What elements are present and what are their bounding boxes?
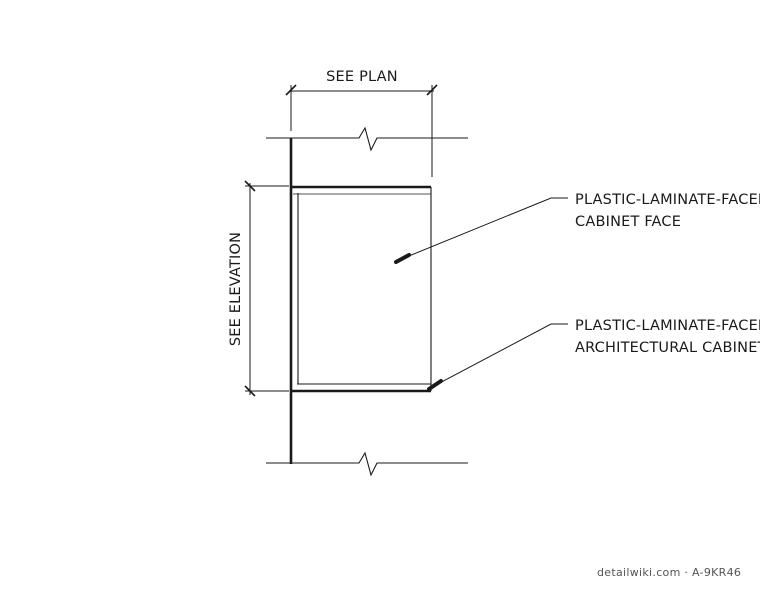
- plan-dimension: [285, 84, 438, 177]
- callout-cabinet-face-line2: CABINET FACE: [575, 214, 681, 230]
- callout-architectural-cabinet-line1: PLASTIC-LAMINATE-FACED: [575, 318, 760, 334]
- plan-dimension-label: SEE PLAN: [326, 69, 398, 85]
- wall: [266, 126, 468, 477]
- callout-cabinet-face-line1: PLASTIC-LAMINATE-FACED: [575, 192, 760, 208]
- leader-architectural-cabinet-tail: [427, 379, 443, 391]
- top-break-line: [266, 126, 468, 152]
- cabinet: [291, 185, 432, 393]
- leader-cabinet-face-tail: [394, 253, 411, 264]
- leader-architectural-cabinet: [433, 323, 568, 387]
- watermark: detailwiki.com · A-9KR46: [597, 566, 741, 579]
- elevation-dimension: [244, 180, 289, 397]
- bottom-break-line: [266, 451, 468, 477]
- callout-architectural-cabinet-line2: ARCHITECTURAL CABINET: [575, 340, 760, 356]
- leaders: [394, 197, 568, 391]
- leader-cabinet-face: [403, 197, 568, 259]
- elevation-dimension-label: SEE ELEVATION: [228, 232, 244, 346]
